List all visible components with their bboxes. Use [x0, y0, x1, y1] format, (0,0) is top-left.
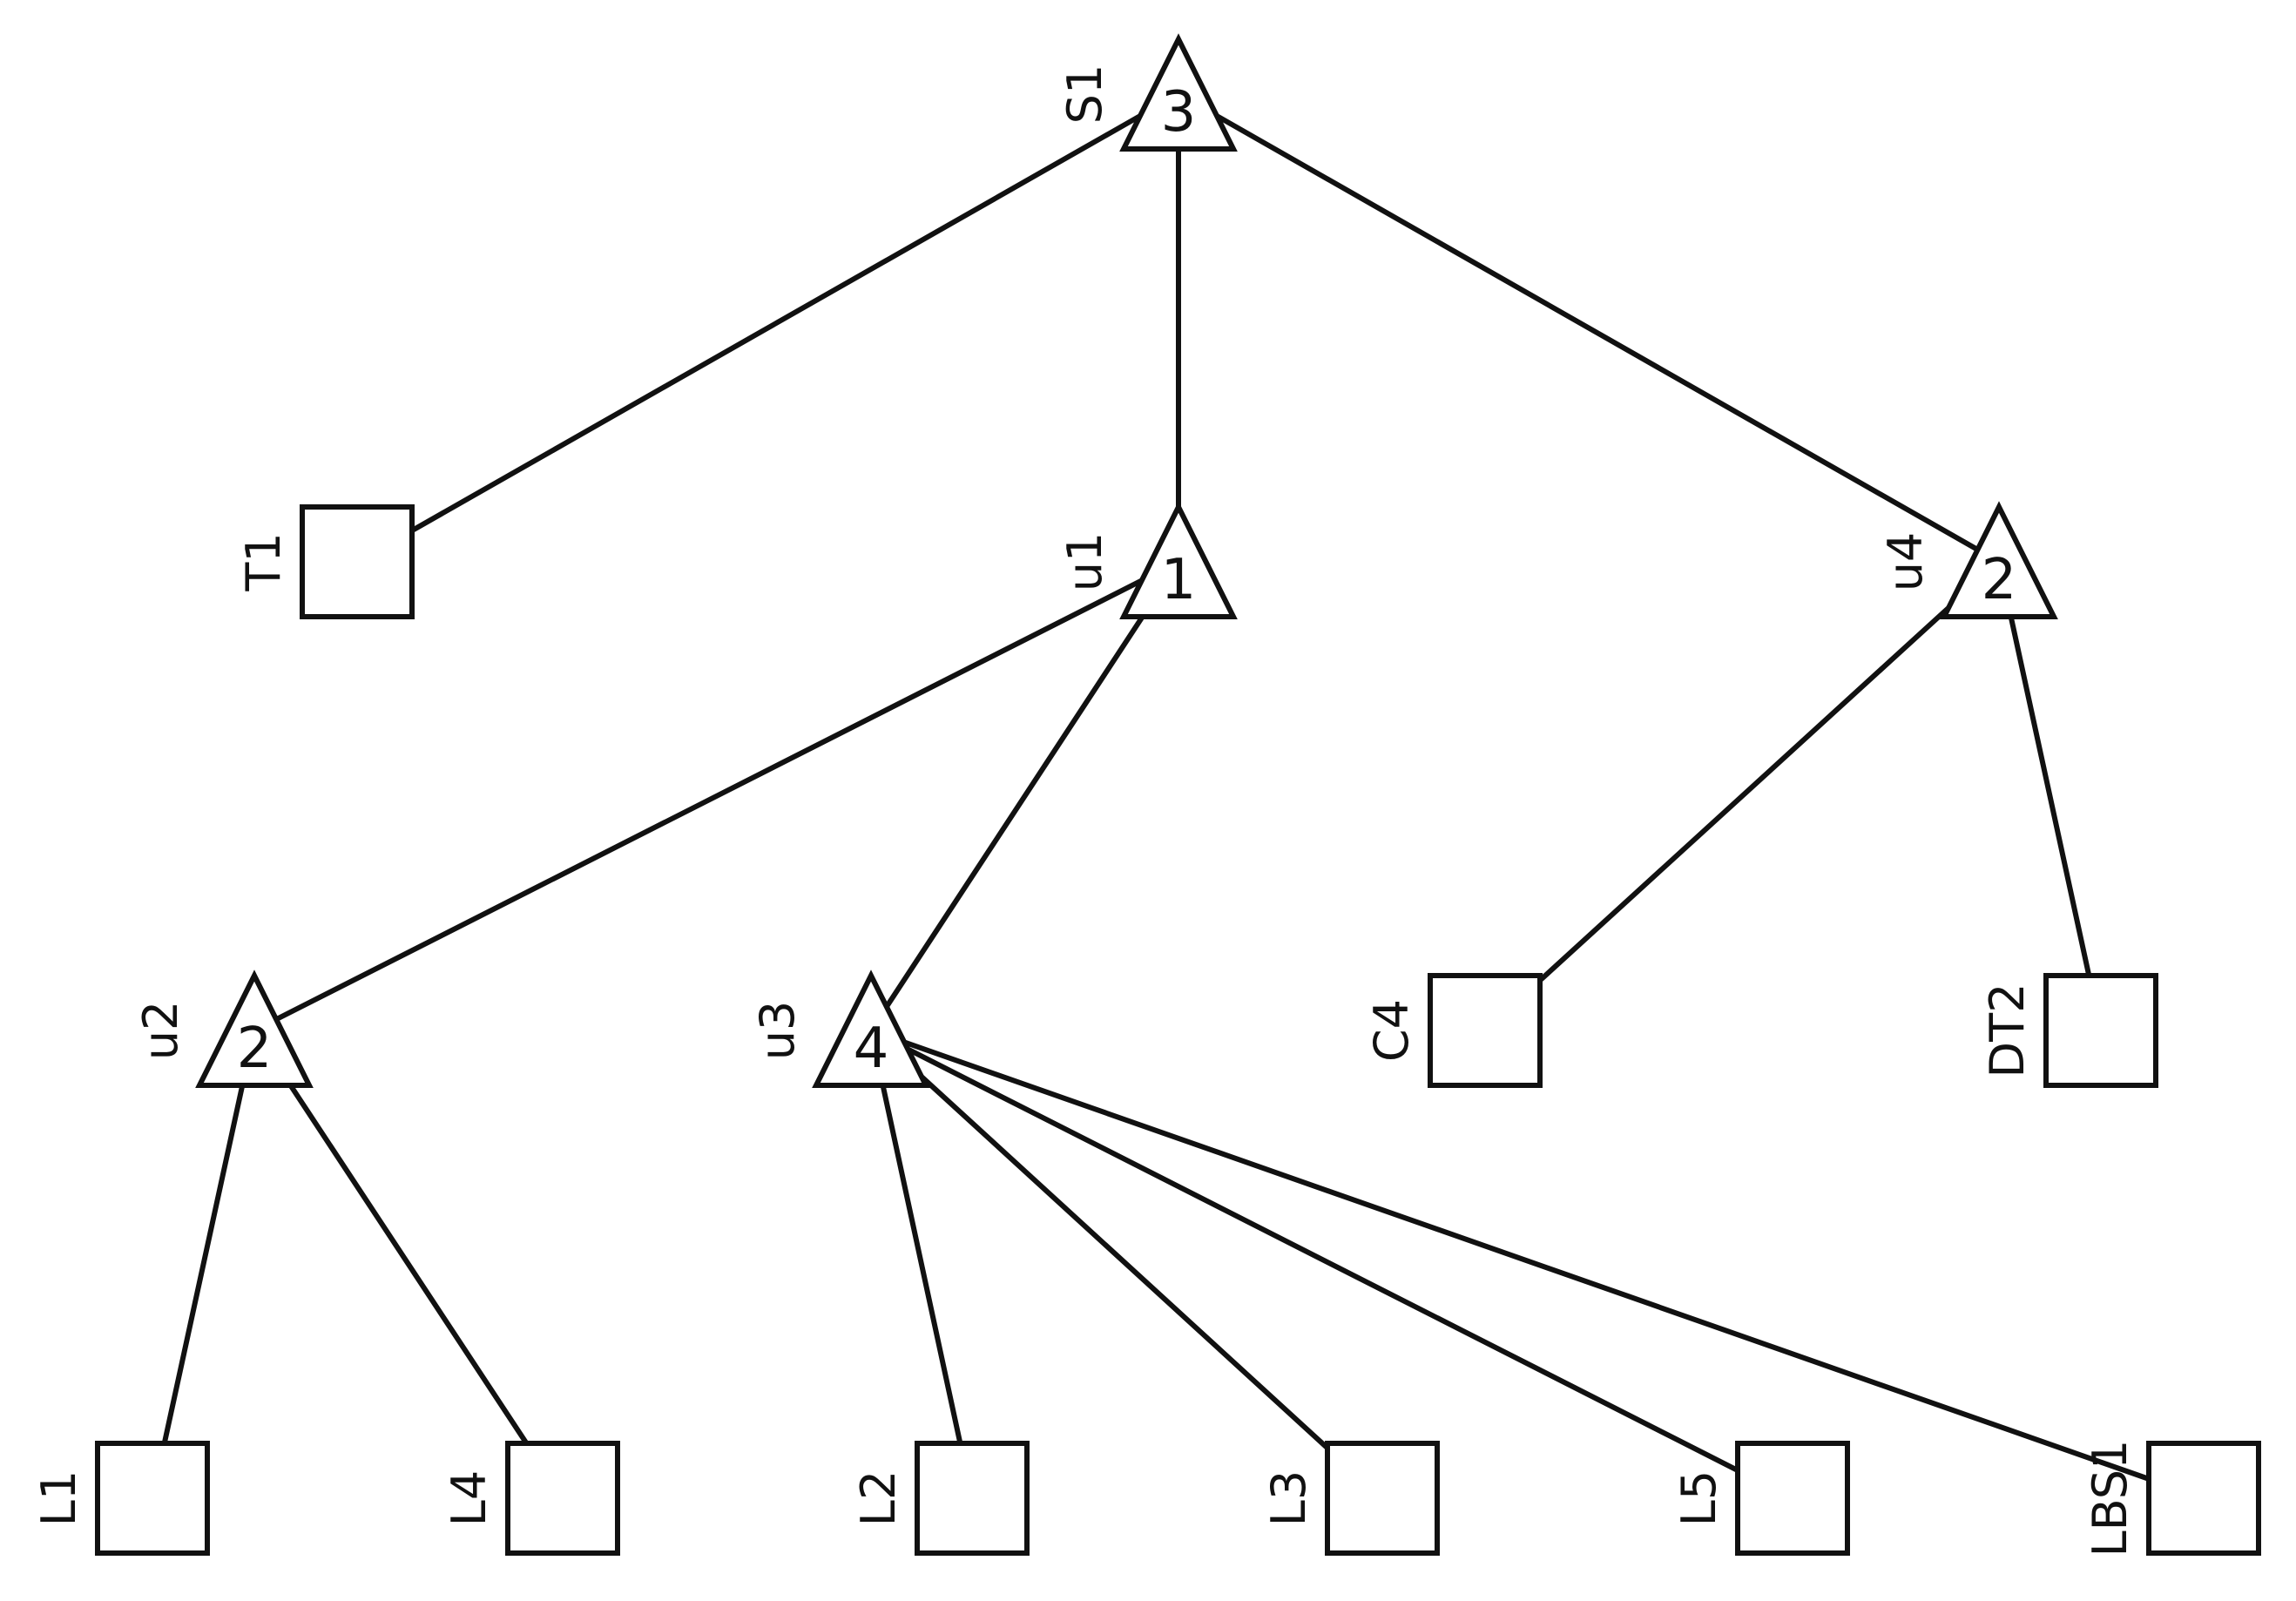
- edges-layer: [161, 113, 2151, 1482]
- edge-u3-l5: [905, 1046, 1740, 1474]
- node-label: DT2: [1980, 983, 2035, 1078]
- triangle-node-shape: [1119, 33, 1238, 152]
- square-node-shape: [505, 1441, 620, 1556]
- node-label: u2: [133, 1001, 188, 1061]
- square-node-shape: [1428, 973, 1543, 1088]
- node-l2: L2: [851, 1441, 1030, 1556]
- square-node-shape: [1735, 1441, 1850, 1556]
- node-s1: 3 S1: [1057, 33, 1238, 152]
- node-count: 3: [1161, 80, 1197, 145]
- node-label: C4: [1364, 999, 1419, 1062]
- node-l5: L5: [1671, 1441, 1850, 1556]
- edge-u4-c4: [1537, 605, 1952, 983]
- node-label: LBS1: [2083, 1440, 2137, 1557]
- node-u3: 4 u3: [750, 969, 930, 1088]
- node-lbs1: LBS1: [2083, 1440, 2261, 1557]
- edge-s1-t1: [409, 113, 1143, 534]
- node-label: S1: [1057, 64, 1112, 125]
- node-label: u3: [750, 1001, 805, 1061]
- node-label: T1: [236, 532, 291, 591]
- edge-u3-l3: [919, 1074, 1330, 1451]
- node-label: u1: [1057, 532, 1112, 592]
- node-l1: L1: [31, 1441, 210, 1556]
- node-label: L4: [442, 1470, 496, 1526]
- square-node-shape: [95, 1441, 210, 1556]
- edge-u1-u2: [273, 578, 1145, 1023]
- square-node-shape: [300, 504, 415, 619]
- edge-u4-dt2: [2008, 614, 2092, 978]
- square-node-shape: [915, 1441, 1030, 1556]
- triangle-node-shape: [1119, 501, 1238, 619]
- square-node-shape: [2146, 1441, 2261, 1556]
- node-label: u4: [1878, 532, 1933, 592]
- square-node-shape: [2043, 973, 2158, 1088]
- triangle-node-shape: [195, 969, 314, 1088]
- node-l4: L4: [442, 1441, 620, 1556]
- node-t1: T1: [236, 504, 415, 619]
- edge-u1-u3: [883, 614, 1145, 1010]
- edge-u2-l1: [161, 1083, 246, 1446]
- node-label: L1: [31, 1470, 86, 1526]
- node-dt2: DT2: [1980, 973, 2158, 1088]
- edge-u3-lbs1: [902, 1039, 2151, 1482]
- node-count: 2: [237, 1017, 273, 1081]
- node-u1: 1 u1: [1057, 501, 1238, 619]
- node-count: 1: [1161, 548, 1197, 612]
- node-u4: 2 u4: [1878, 501, 2058, 619]
- node-count: 2: [1982, 548, 2017, 612]
- node-u2: 2 u2: [133, 969, 314, 1088]
- triangle-node-shape: [812, 969, 930, 1088]
- square-node-shape: [1325, 1441, 1440, 1556]
- edge-u2-l4: [287, 1083, 530, 1446]
- node-label: L5: [1671, 1470, 1726, 1526]
- node-label: L3: [1261, 1470, 1316, 1526]
- node-count: 4: [854, 1017, 889, 1081]
- node-label: L2: [851, 1470, 906, 1526]
- edge-u3-l2: [880, 1083, 963, 1446]
- node-c4: C4: [1364, 973, 1543, 1088]
- node-l3: L3: [1261, 1441, 1440, 1556]
- edge-s1-u4: [1214, 113, 1981, 553]
- triangle-node-shape: [1940, 501, 2058, 619]
